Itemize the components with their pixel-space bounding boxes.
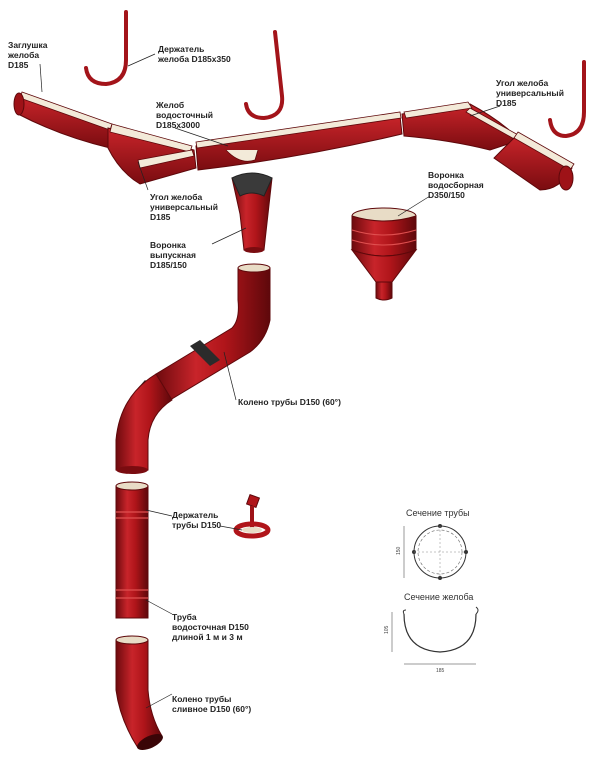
pipe-dim-label: 150 bbox=[396, 546, 402, 555]
gutter-cross-section: 105 185 bbox=[384, 606, 479, 674]
label-gutter: Желоб водосточный D185x3000 bbox=[156, 100, 213, 130]
label-gutter-corner-right: Угол желоба универсальный D185 bbox=[496, 78, 564, 108]
label-gutter-holder: Держатель желоба D185x350 bbox=[158, 44, 231, 64]
label-drain-elbow: Колено трубы сливное D150 (60°) bbox=[172, 694, 252, 714]
gutter-section-title: Сечение желоба bbox=[404, 592, 474, 602]
gutter-hook-right bbox=[548, 60, 586, 139]
gutter-corner-left bbox=[107, 123, 197, 185]
gutter-center-segment bbox=[195, 111, 403, 171]
outlet-funnel bbox=[231, 172, 273, 253]
collector-funnel bbox=[350, 207, 418, 301]
label-pipe-holder: Держатель трубы D150 bbox=[172, 510, 222, 530]
pipe-holder bbox=[233, 493, 271, 539]
leader-lines bbox=[39, 53, 501, 709]
gutter-left-segment bbox=[13, 91, 113, 149]
gutter-width-label: 185 bbox=[436, 668, 445, 674]
gutter-height-label: 105 bbox=[384, 625, 390, 634]
label-gutter-corner-left: Угол желоба универсальный D185 bbox=[150, 192, 218, 222]
label-outlet-funnel: Воронка выпускная D185/150 bbox=[150, 240, 196, 270]
label-pipe-elbow: Колено трубы D150 (60°) bbox=[238, 397, 341, 407]
pipe-cross-section: 150 bbox=[396, 524, 468, 580]
gutter-right-segment bbox=[493, 131, 575, 191]
gutter-hook-center bbox=[244, 30, 285, 121]
drain-elbow bbox=[115, 635, 163, 751]
label-funnel-collector: Воронка водосборная D350/150 bbox=[428, 170, 484, 200]
pipe-elbow-lower bbox=[115, 373, 173, 474]
downpipe bbox=[115, 481, 149, 619]
gutter-corner-right bbox=[401, 101, 521, 151]
pipe-section-title: Сечение трубы bbox=[406, 508, 470, 518]
label-pipe: Труба водосточная D150 длиной 1 м и 3 м bbox=[172, 612, 249, 642]
gutter-hook-left bbox=[84, 10, 128, 87]
label-end-cap: Заглушка желоба D185 bbox=[8, 40, 48, 70]
